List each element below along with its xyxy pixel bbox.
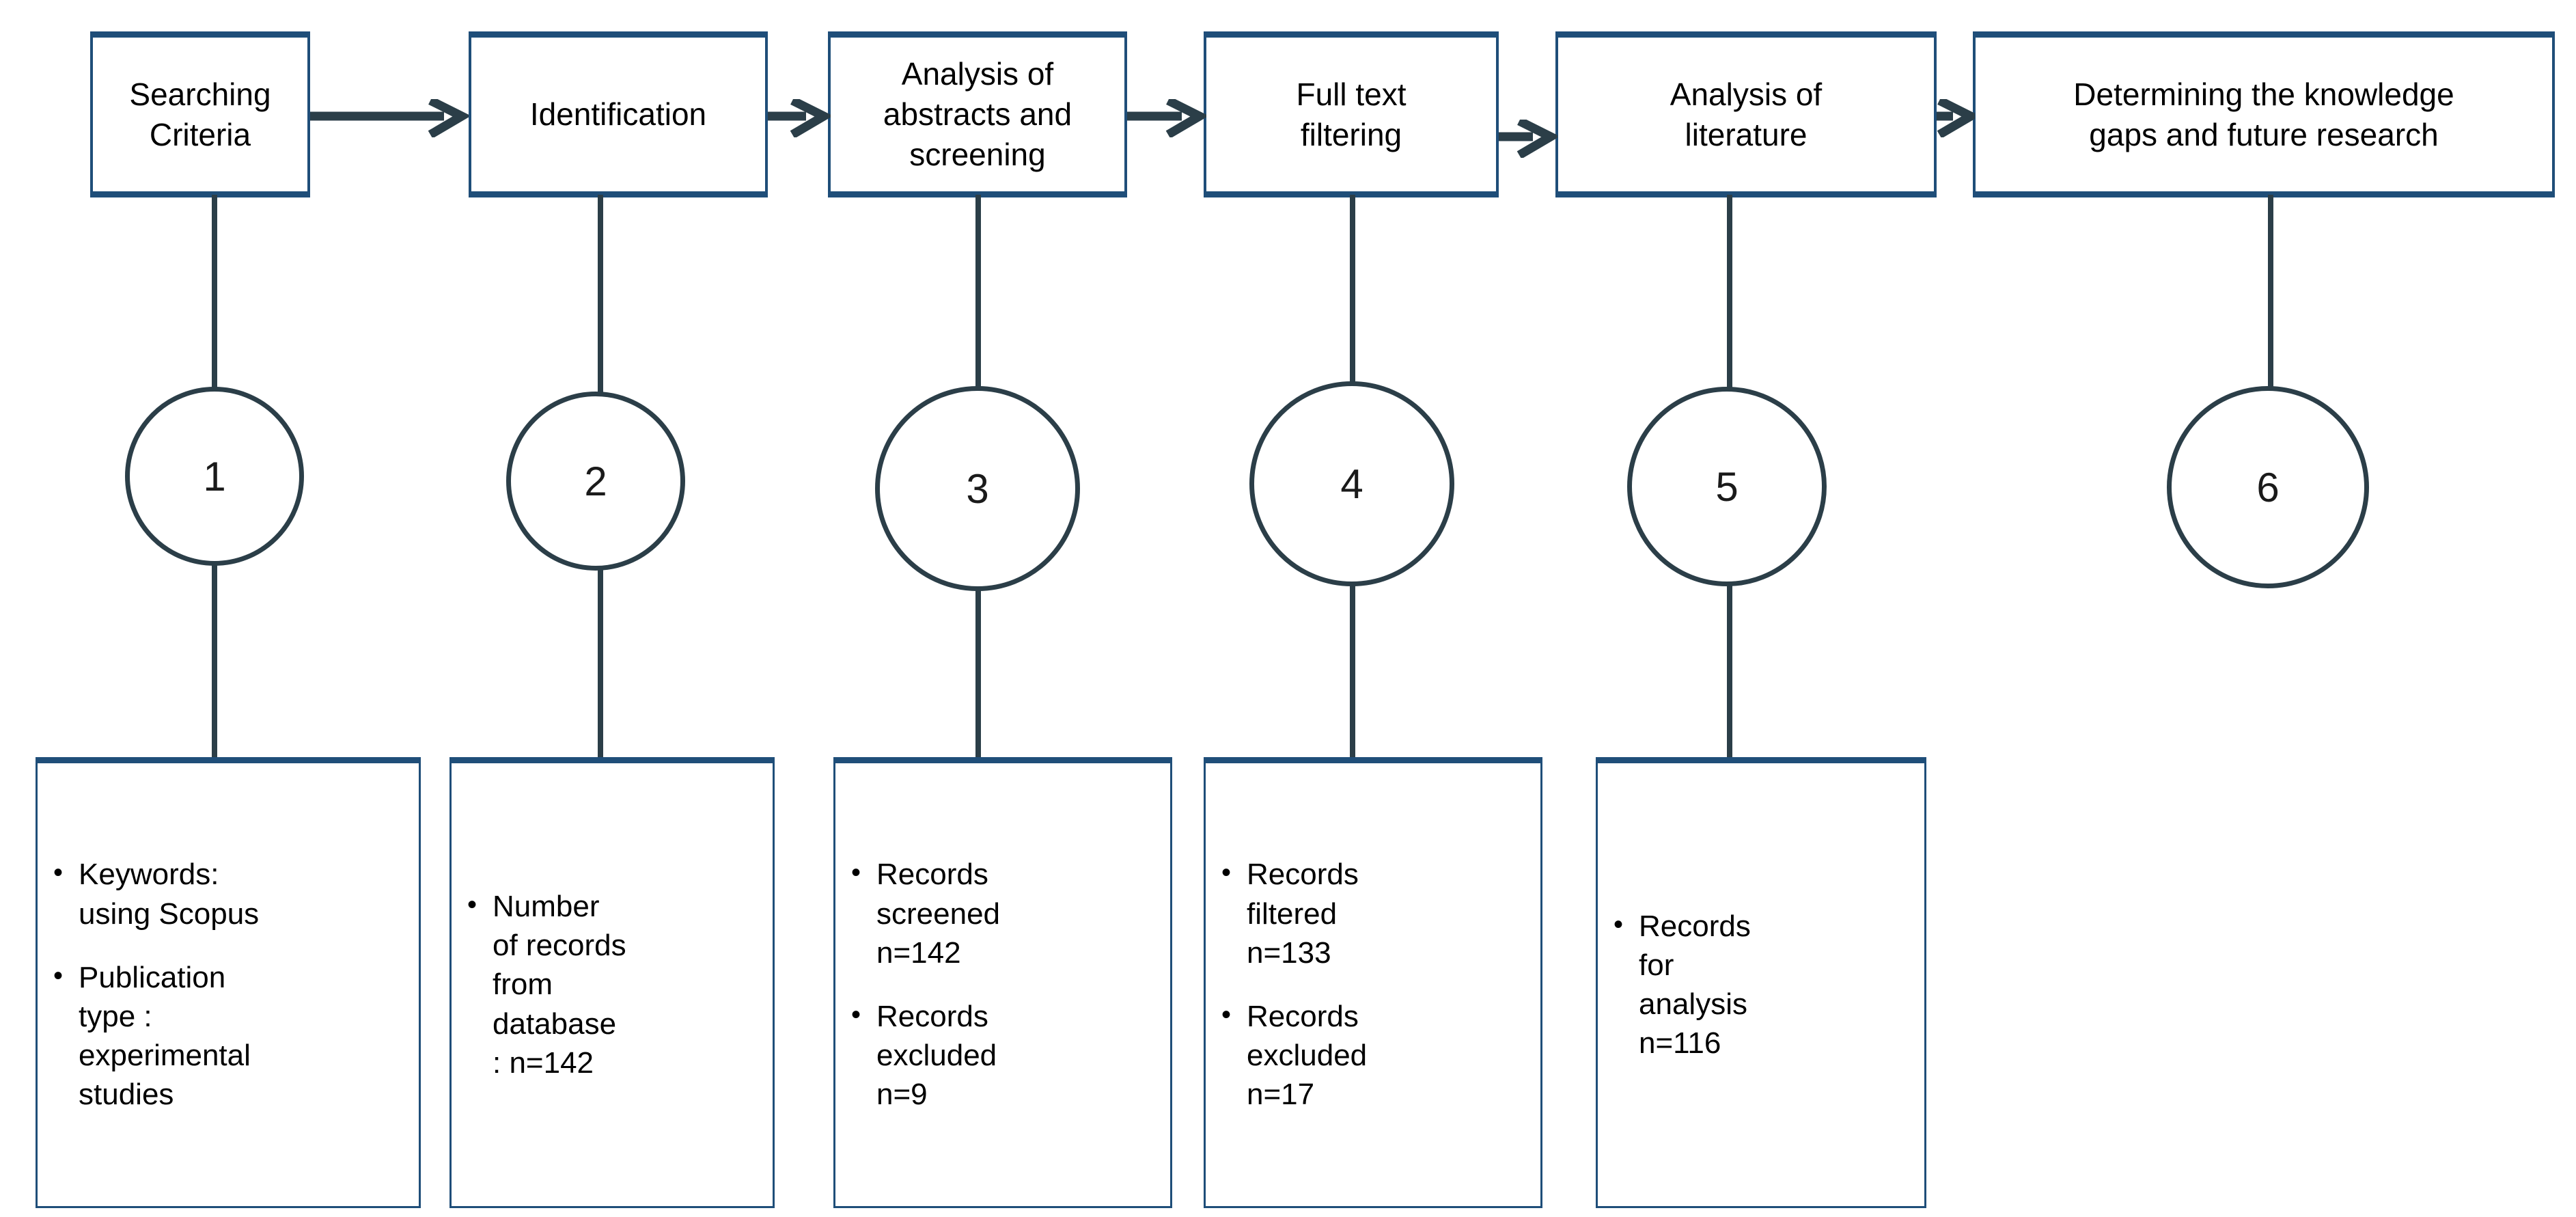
list-item: • Number of records from database : n=14… — [452, 887, 773, 1082]
bullet-text: Publication type : experimental studies — [79, 960, 251, 1112]
bullet-icon: • — [467, 890, 477, 920]
detail-box-identification[interactable]: • Number of records from database : n=14… — [449, 757, 775, 1208]
arrow-stage2-to-stage3 — [768, 99, 831, 137]
bullet-text: Records excluded n=17 — [1247, 1000, 1368, 1112]
arrow-stage3-to-stage4 — [1127, 99, 1206, 137]
connector-step1-to-detail1 — [212, 563, 217, 760]
detail-box-screening[interactable]: • Records screened n=142 • Records exclu… — [833, 757, 1172, 1208]
step-number: 4 — [1340, 461, 1363, 507]
bullet-text: Records filtered n=133 — [1247, 858, 1359, 970]
connector-step4-to-detail4 — [1350, 583, 1355, 760]
bullet-icon: • — [53, 960, 63, 991]
bullet-icon: • — [1221, 1000, 1231, 1030]
arrow-stage1-to-stage2 — [310, 99, 469, 137]
step-number: 6 — [2256, 464, 2280, 510]
list-item: • Publication type : experimental studie… — [38, 958, 419, 1115]
step-circle-3[interactable]: 3 — [875, 386, 1080, 591]
stage-label: Searching Criteria — [129, 76, 271, 152]
connector-step2-to-detail2 — [598, 568, 603, 760]
bullet-icon: • — [1221, 858, 1231, 888]
list-item: • Records for analysis n=116 — [1598, 907, 1924, 1063]
connector-stage6-to-step6 — [2268, 195, 2273, 387]
step-circle-6[interactable]: 6 — [2167, 386, 2369, 588]
bullet-text: Records screened n=142 — [876, 858, 1001, 970]
step-number: 1 — [203, 453, 226, 500]
list-item: • Records screened n=142 — [835, 855, 1170, 972]
step-circle-4[interactable]: 4 — [1249, 381, 1454, 586]
detail-box-analysis[interactable]: • Records for analysis n=116 — [1596, 757, 1926, 1208]
bullet-icon: • — [850, 1000, 861, 1030]
bullet-text: Number of records from database : n=142 — [493, 890, 626, 1080]
bullet-icon: • — [850, 858, 861, 888]
step-number: 2 — [584, 458, 607, 504]
step-number: 3 — [966, 465, 989, 512]
arrow-stage5-to-stage6 — [1937, 99, 1975, 137]
bullet-text: Records excluded n=9 — [876, 1000, 997, 1112]
step-number: 5 — [1715, 463, 1739, 510]
stage-label: Analysis of abstracts and screening — [883, 56, 1072, 172]
detail-box-full-text-filtering[interactable]: • Records filtered n=133 • Records exclu… — [1204, 757, 1542, 1208]
bullet-text: Records for analysis n=116 — [1639, 909, 1751, 1061]
stage-label: Analysis of literature — [1670, 76, 1823, 152]
bullet-icon: • — [1613, 909, 1623, 940]
stage-box-full-text-filtering[interactable]: Full text filtering — [1204, 31, 1499, 197]
stage-label: Full text filtering — [1296, 76, 1407, 152]
connector-stage1-to-step1 — [212, 195, 217, 389]
stage-label: Identification — [529, 96, 707, 133]
stage-box-analysis-of-abstracts-and-screening[interactable]: Analysis of abstracts and screening — [828, 31, 1127, 197]
stage-box-analysis-of-literature[interactable]: Analysis of literature — [1555, 31, 1937, 197]
detail-box-searching-criteria[interactable]: • Keywords: using Scopus • Publication t… — [36, 757, 421, 1208]
stage-label: Determining the knowledge gaps and futur… — [2073, 76, 2454, 152]
connector-stage4-to-step4 — [1350, 195, 1355, 385]
stage-box-identification[interactable]: Identification — [469, 31, 768, 197]
connector-stage2-to-step2 — [598, 195, 603, 393]
bullet-text: Keywords: using Scopus — [79, 858, 260, 931]
list-item: • Records excluded n=9 — [835, 997, 1170, 1115]
step-circle-1[interactable]: 1 — [125, 387, 304, 566]
step-circle-5[interactable]: 5 — [1627, 387, 1827, 586]
list-item: • Records filtered n=133 — [1206, 855, 1540, 972]
step-circle-2[interactable]: 2 — [506, 392, 685, 571]
connector-stage3-to-step3 — [975, 195, 981, 388]
stage-box-determining-knowledge-gaps[interactable]: Determining the knowledge gaps and futur… — [1973, 31, 2555, 197]
bullet-icon: • — [53, 858, 63, 888]
list-item: • Records excluded n=17 — [1206, 997, 1540, 1115]
connector-step5-to-detail5 — [1727, 583, 1732, 760]
connector-step3-to-detail3 — [975, 588, 981, 760]
stage-box-searching-criteria[interactable]: Searching Criteria — [90, 31, 310, 197]
connector-stage5-to-step5 — [1727, 195, 1732, 389]
list-item: • Keywords: using Scopus — [38, 855, 419, 933]
arrow-stage4-to-stage5 — [1499, 120, 1557, 158]
